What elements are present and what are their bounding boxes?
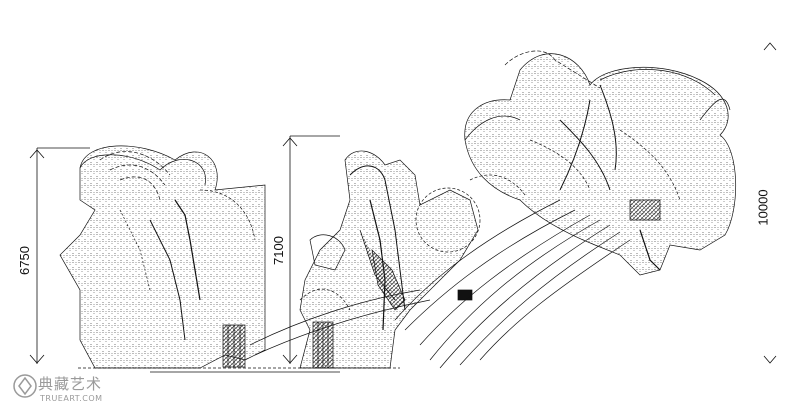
connecting-stems xyxy=(249,199,631,369)
dimension-left xyxy=(29,147,90,364)
dimension-label-left: 6750 xyxy=(16,246,32,275)
dimension-label-middle: 7100 xyxy=(270,236,286,265)
dimension-right xyxy=(763,42,777,364)
dimension-middle xyxy=(282,135,340,364)
right-sculpture xyxy=(464,50,737,276)
left-sculpture xyxy=(59,145,266,369)
middle-sculpture xyxy=(299,150,481,369)
watermark-title: 典藏艺术 xyxy=(38,375,103,393)
watermark-subtitle: TRUEART.COM xyxy=(40,394,103,403)
dimension-label-right: 10000 xyxy=(755,189,771,226)
ground-line xyxy=(78,367,400,373)
watermark-logo-icon xyxy=(13,374,37,398)
